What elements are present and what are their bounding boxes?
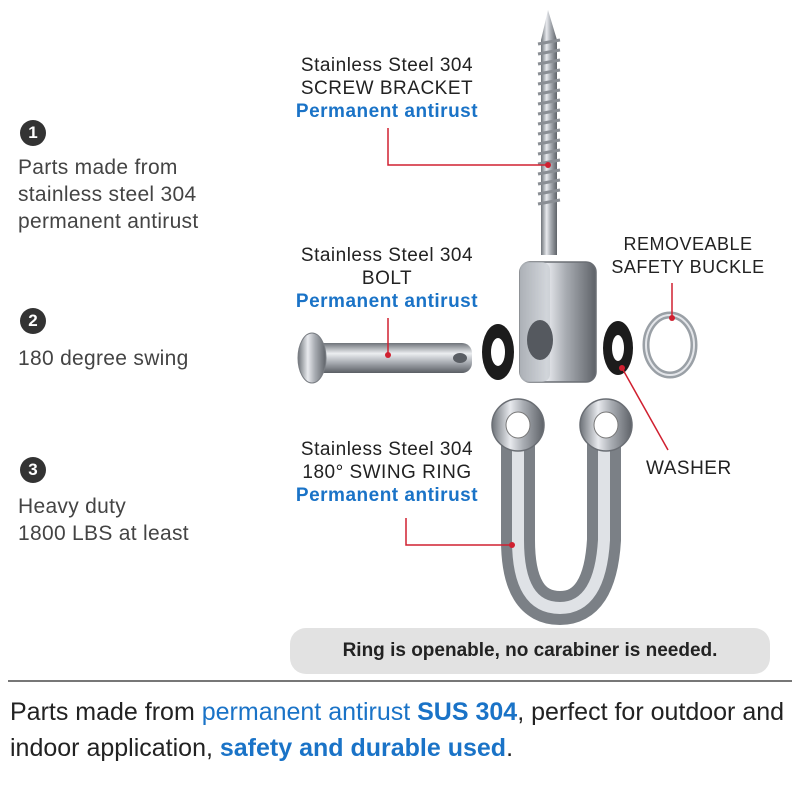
bolt-antirust: Permanent antirust — [295, 291, 479, 312]
feature-2-badge: 2 — [20, 308, 46, 334]
ring-name: 180° SWING RING — [302, 462, 472, 483]
screw-name: SCREW BRACKET — [300, 78, 474, 99]
divider — [8, 680, 792, 682]
screw-bracket-graphic — [519, 10, 597, 383]
feature-2-text: 180 degree swing — [18, 347, 189, 370]
safety-buckle-callout: REMOVEABLE SAFETY BUCKLE — [611, 234, 765, 277]
screw-material: Stainless Steel 304 — [300, 55, 474, 76]
washer-label: WASHER — [646, 458, 732, 479]
product-illustration — [297, 10, 698, 626]
feature-3-text: Heavy duty 1800 LBS at least — [18, 495, 189, 545]
washer-graphic — [482, 321, 633, 380]
screw-antirust: Permanent antirust — [295, 101, 479, 122]
ring-antirust: Permanent antirust — [295, 485, 479, 506]
screw-bracket-callout: Stainless Steel 304 SCREW BRACKET Perman… — [262, 54, 512, 123]
ring-material: Stainless Steel 304 — [300, 439, 474, 460]
feature-1-badge: 1 — [20, 120, 46, 146]
swing-ring-callout: Stainless Steel 304 180° SWING RING Perm… — [262, 438, 512, 507]
swing-ring-graphic — [491, 398, 633, 626]
split-ring-graphic — [642, 311, 698, 379]
bolt-graphic — [297, 332, 472, 384]
tagline: Parts made from permanent antirust SUS 3… — [10, 698, 785, 762]
feature-3-badge: 3 — [20, 457, 46, 483]
leader-lines — [387, 128, 673, 546]
openable-ring-note: Ring is openable, no carabiner is needed… — [290, 628, 770, 674]
bolt-callout: Stainless Steel 304 BOLT Permanent antir… — [262, 244, 512, 313]
bolt-name: BOLT — [361, 268, 413, 289]
bolt-material: Stainless Steel 304 — [300, 245, 474, 266]
feature-1-text: Parts made from stainless steel 304 perm… — [18, 156, 199, 233]
